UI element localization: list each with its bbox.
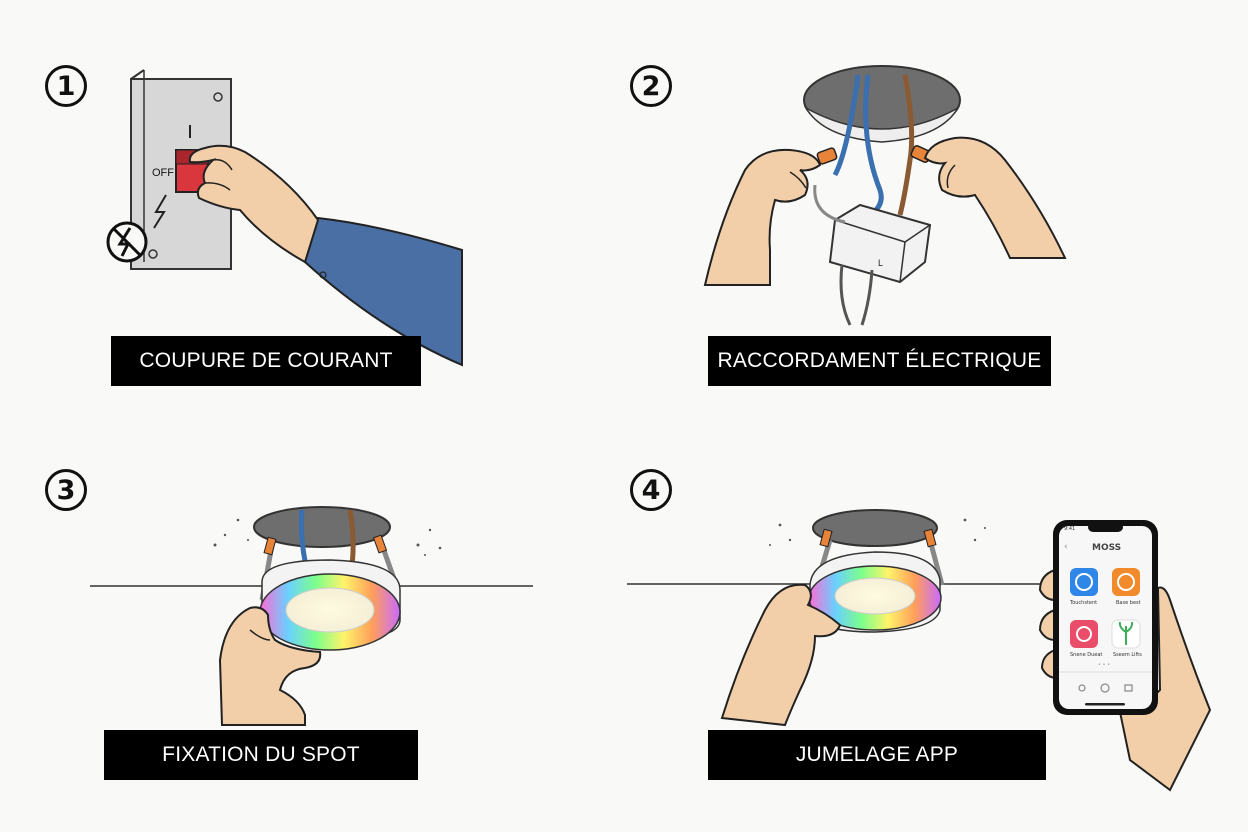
step-1-illustration: OFF [106,69,463,367]
step-1-caption: COUPURE DE COURANT [111,336,421,386]
screw-icon [148,249,158,259]
step-3-caption: FIXATION DU SPOT [104,730,418,780]
terminal-label: L [878,258,883,268]
hand [218,606,322,726]
ceiling-hole [812,509,938,547]
step-4-number: 4 [630,469,672,511]
wire-connector [816,147,838,165]
shirt-sleeve [303,216,463,367]
right-hand [923,136,1067,259]
step-4-illustration [627,509,1212,792]
step-3-illustration [90,506,533,726]
step-3-number: 3 [45,469,87,511]
home-icon [1078,684,1086,692]
left-hand [703,148,822,286]
dial-icon [1070,568,1098,596]
clock-icon [1112,568,1140,596]
phone-status-time: 9:41 [1064,526,1076,532]
brown-wire [897,74,915,216]
screw-icon [213,92,223,102]
step-1-number: 1 [45,65,87,107]
menu-icon [1124,684,1133,692]
step-2-illustration: L [703,65,1067,326]
step-2-number: 2 [630,65,672,107]
app-label[interactable]: Snene Dueat [1070,652,1103,658]
app-label[interactable]: Touchstent [1070,600,1098,606]
blue-wire [832,74,861,177]
back-icon[interactable]: ‹ [1064,542,1068,552]
step-4-caption: JUMELAGE APP [708,730,1046,780]
no-power-icon [106,221,148,263]
step-2-caption: RACCORDAMENT ÉLECTRIQUE [708,336,1051,386]
app-label[interactable]: Sseem Lifts [1113,652,1142,658]
junction-box [828,203,932,284]
lightning-icon [153,194,167,229]
ceiling-hole [253,506,391,548]
switch-off-label: OFF [152,167,174,179]
left-hand [720,583,842,727]
clock-icon [1070,620,1098,648]
app-label[interactable]: Base best [1116,600,1141,606]
page-dots: • • • [1098,662,1111,668]
app-title: MOSS [1092,543,1122,553]
settings-icon [1100,683,1110,693]
